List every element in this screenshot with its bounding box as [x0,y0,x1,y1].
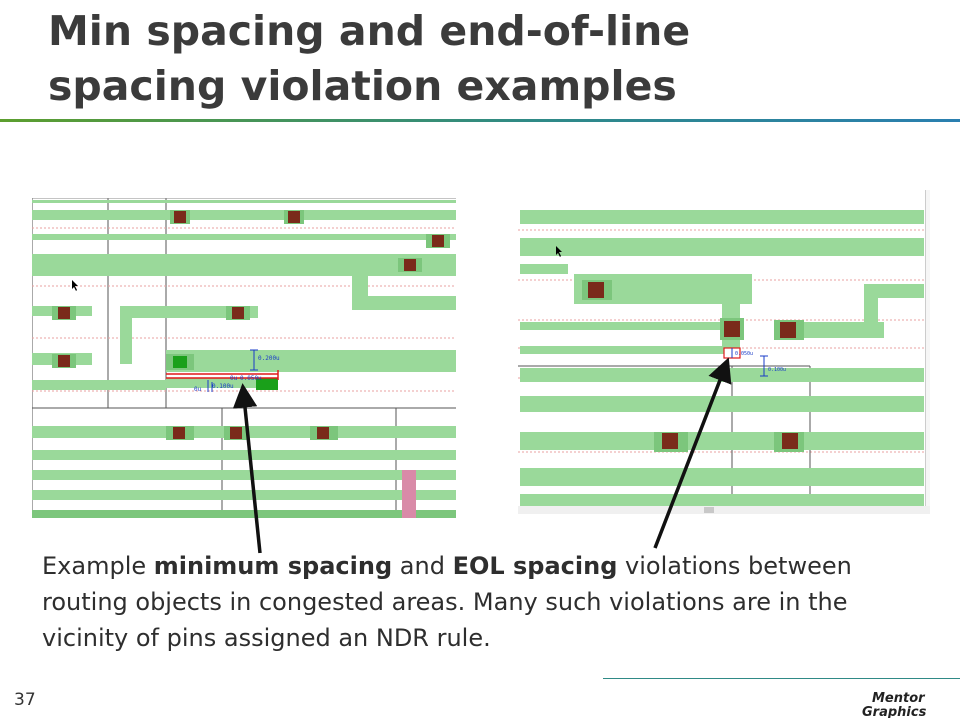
caption-text-1: Example [42,552,154,580]
footer-divider [603,678,960,679]
caption-text-3: violations between routing objects in co… [42,552,852,652]
caption-bold-1: minimum spacing [153,552,393,580]
right-layout-screenshot: 0.050u 0.100u [518,190,930,514]
left-label-0: 0.200u [258,355,280,362]
left-label-2: 0.050u [240,375,262,382]
left-label-4: 0.100u [212,383,234,390]
left-layout-canvas: 0.200u 0u 0.050u 0u 0.100u [32,198,456,518]
scrollbar-thumb[interactable] [704,507,714,513]
svg-text:Mentor: Mentor [872,691,926,706]
right-label-1: 0.100u [768,367,786,373]
right-layout-canvas: 0.050u 0.100u [518,190,930,514]
mouse-cursor-icon [72,280,78,291]
left-layout-screenshot: 0.200u 0u 0.050u 0u 0.100u [32,198,456,518]
slide-title-line-1: Min spacing and end-of-line [48,7,691,55]
title-divider [0,119,960,122]
vertical-scrollbar[interactable] [926,190,930,506]
left-label-3: 0u [194,386,202,393]
left-label-1: 0u [230,375,238,382]
horizontal-scrollbar[interactable] [518,506,930,514]
caption-text-2: and [392,552,453,580]
svg-text:Graphics: Graphics [862,705,927,718]
caption-bold-2: EOL spacing [452,552,618,580]
caption: Example minimum spacing and EOL spacing … [42,548,922,656]
page-number: 37 [14,690,36,710]
slide-title: Min spacing and end-of-line spacing viol… [48,4,908,114]
right-label-0: 0.050u [735,351,753,357]
mouse-cursor-icon [556,246,562,257]
slide-title-line-2: spacing violation examples [48,62,677,110]
mentor-graphics-logo: Mentor Graphics [862,691,927,718]
